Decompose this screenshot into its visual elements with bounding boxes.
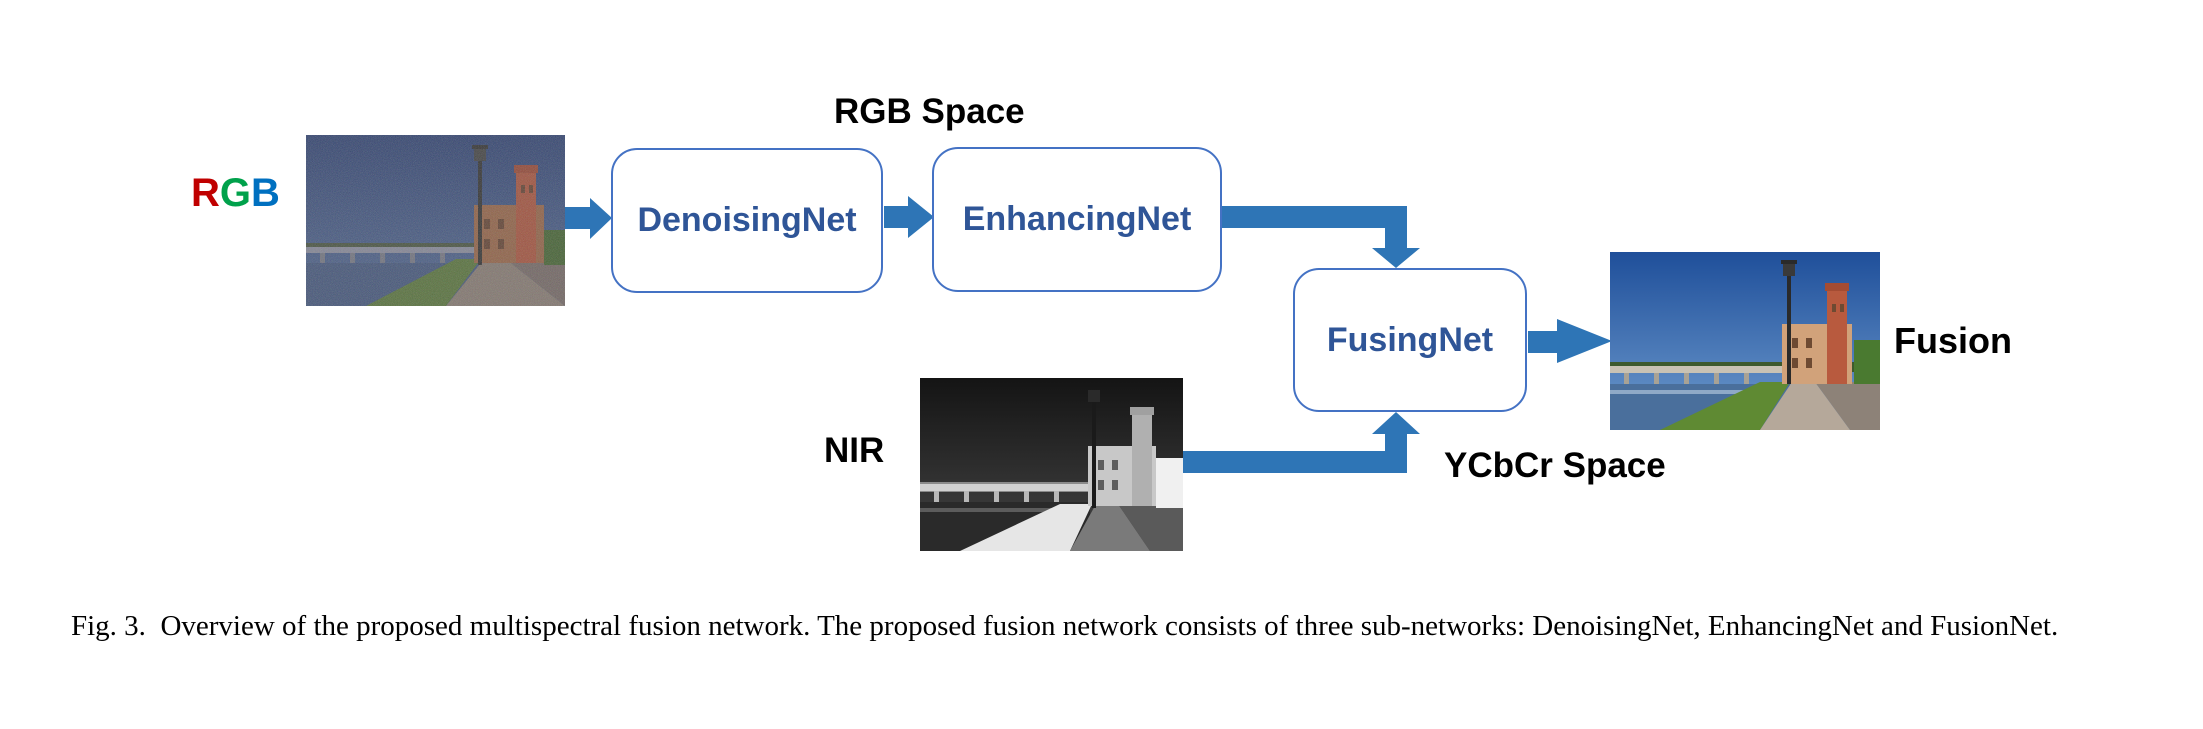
rgb-noisy-photo [306, 135, 565, 306]
fusion-output-photo [1610, 252, 1880, 430]
caption-text: Overview of the proposed multispectral f… [160, 610, 2059, 642]
denoisingnet-box: DenoisingNet [611, 148, 883, 293]
rgb-label-g: G [219, 171, 252, 215]
arrow-denoising-to-enhancing [884, 196, 934, 238]
arrow-rgb-to-denoising [565, 198, 612, 239]
rgb-label-b: B [251, 171, 280, 215]
ycbcr-space-label: YCbCr Space [1444, 446, 1666, 485]
fusingnet-box: FusingNet [1293, 268, 1527, 412]
figure-caption: Fig. 3. Overview of the proposed multisp… [71, 608, 2135, 645]
rgb-label-r: R [191, 171, 220, 215]
rgb-label: RGB [191, 171, 280, 216]
nir-photo [920, 378, 1183, 551]
enhancingnet-box: EnhancingNet [932, 147, 1222, 292]
arrow-nir-to-fusing [1183, 412, 1420, 473]
fusion-label: Fusion [1894, 320, 2012, 361]
caption-prefix: Fig. 3. [71, 610, 146, 642]
arrow-enhancing-to-fusing [1222, 206, 1420, 268]
arrow-fusing-to-output [1528, 319, 1612, 363]
rgb-space-label: RGB Space [834, 92, 1025, 131]
nir-label: NIR [824, 431, 885, 470]
